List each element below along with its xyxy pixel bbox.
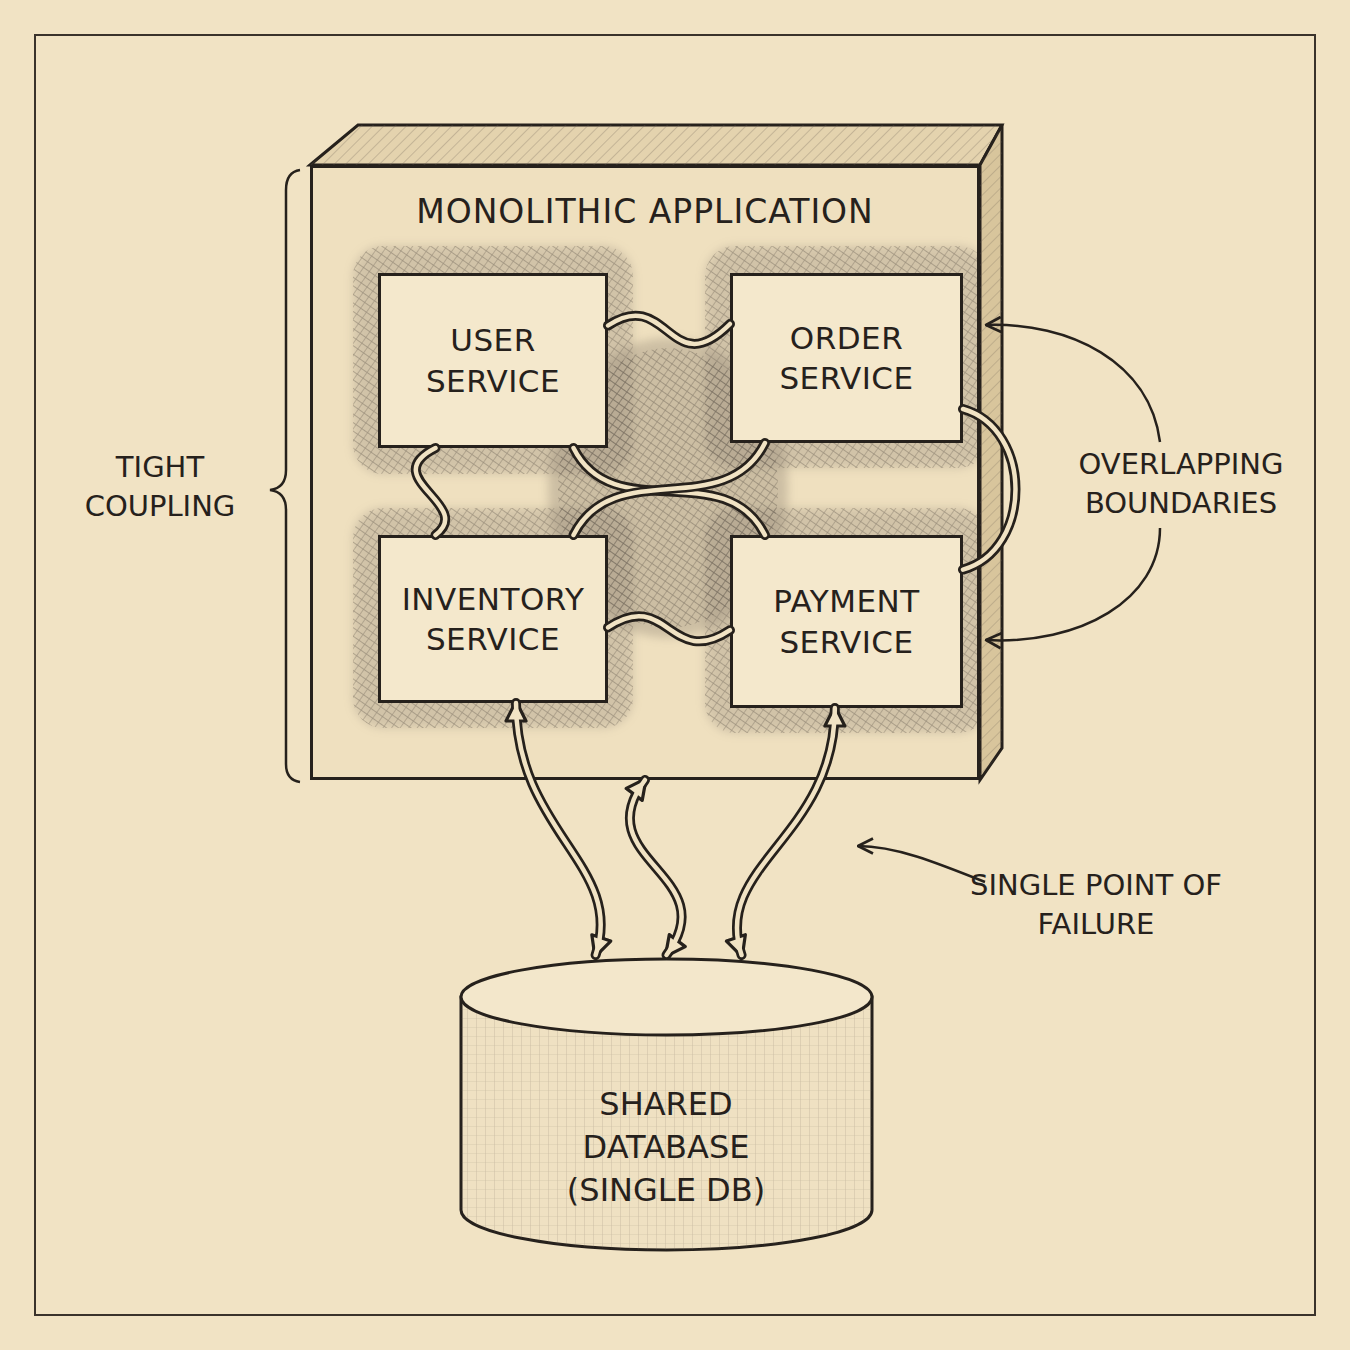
leader-arrow [986,325,1160,442]
annotation-label: SINGLE POINT OF FAILURE [960,866,1232,944]
page-frame [35,35,1315,1315]
monolith-box: MONOLITHIC APPLICATION USER SERVICE ORDER … [310,165,980,780]
service-box: USER SERVICE [378,273,608,448]
node-title: MONOLITHIC APPLICATION [313,192,977,231]
hatch-blob [353,246,633,474]
hatch-blob [353,508,633,728]
shade-blob [353,246,633,474]
shade-blob [705,508,977,733]
top-face-hatch [310,125,1002,165]
box-top-face [310,125,1002,165]
side-face-hatch [980,125,1002,780]
node-label: INVENTORY SERVICE [389,579,597,660]
strand-fill [630,780,682,955]
coupling-brace [270,170,300,782]
service-box: INVENTORY SERVICE [378,535,608,703]
hatch-blob [705,508,977,733]
strand-outline [630,780,682,955]
node-label: USER SERVICE [389,320,597,401]
service-box: ORDER SERVICE [730,273,963,443]
node-label: PAYMENT SERVICE [741,581,952,662]
shade-blob [705,246,977,468]
data-arrow [630,780,682,955]
box-side-face [980,125,1002,780]
leader-arrow [986,528,1160,640]
node-label: SHARED DATABASE (SINGLE DB) [536,1083,796,1213]
hatch-blob [705,246,977,468]
leader-arrow [858,846,985,882]
annotation-label: OVERLAPPING BOUNDARIES [1050,445,1312,523]
shade-blob [353,508,633,728]
cylinder-top [461,959,872,1035]
service-box: PAYMENT SERVICE [730,535,963,708]
database-cylinder: SHARED DATABASE (SINGLE DB) [458,955,875,1255]
annotation-label: TIGHT COUPLING [62,448,258,526]
node-label: ORDER SERVICE [741,318,952,399]
